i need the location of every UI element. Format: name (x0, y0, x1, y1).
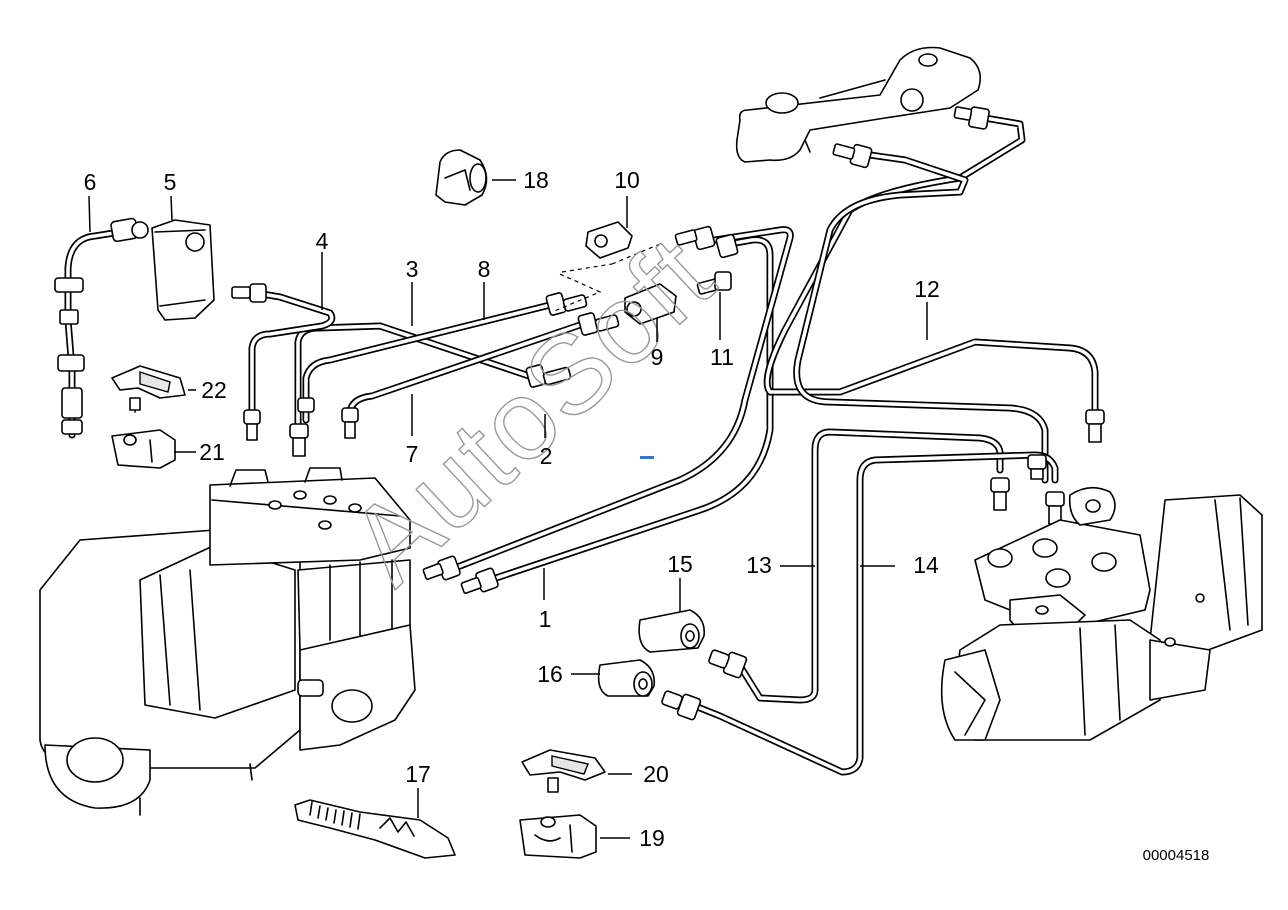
pipe-8 (302, 301, 554, 424)
union-10 (551, 221, 661, 313)
fitting-pipe-13-lower (708, 649, 748, 679)
callout-6: 6 (84, 169, 97, 195)
brake-hose-6 (54, 217, 149, 439)
sleeve-15 (638, 609, 706, 653)
fitting-pipe-2-top (674, 225, 716, 251)
clip-20 (521, 749, 606, 793)
union-9 (624, 283, 677, 325)
fitting-pipe-3-right (525, 364, 572, 388)
holder-21 (111, 429, 176, 469)
pipe-13 (736, 428, 1004, 704)
callout-16: 16 (537, 661, 563, 687)
callout-22: 22 (201, 377, 227, 403)
clip-strip-17 (294, 799, 456, 859)
pipe-4 (248, 290, 336, 424)
callout-20: 20 (643, 761, 669, 787)
fitting-master-1 (832, 143, 873, 169)
fitting-pipe-1-end (460, 567, 499, 594)
holder-19 (519, 814, 597, 859)
grommet-18 (435, 149, 488, 206)
callout-labels: 6 5 4 3 8 7 2 1 10 9 11 12 13 14 15 16 1… (84, 167, 940, 851)
fitting-pipe-13-end (990, 477, 1010, 511)
callout-5: 5 (164, 169, 177, 195)
callout-7: 7 (406, 441, 419, 467)
brake-master-cylinder (735, 46, 981, 163)
callout-18: 18 (523, 167, 549, 193)
callout-3: 3 (406, 256, 419, 282)
callout-10: 10 (614, 167, 640, 193)
fitting-pipe-4-top (231, 283, 267, 303)
callout-21: 21 (199, 439, 225, 465)
pipe-12 (763, 114, 1099, 424)
hydraulic-modulator-right (940, 486, 1263, 741)
pipe-14 (691, 451, 1059, 776)
clip-22 (111, 365, 186, 413)
callout-8: 8 (478, 256, 491, 282)
fitting-pipe-8-end (297, 397, 315, 413)
fitting-right-a (1027, 454, 1047, 480)
callout-9: 9 (651, 344, 664, 370)
leader-lines (88, 179, 928, 839)
fitting-pipe-12-end (1085, 409, 1105, 443)
callout-17: 17 (405, 761, 431, 787)
callout-12: 12 (914, 276, 940, 302)
fitting-pipe-7-right (577, 312, 620, 336)
pipe-2 (451, 226, 794, 572)
callout-13: 13 (746, 552, 772, 578)
callout-19: 19 (639, 825, 665, 851)
fitting-pipe-14-lower (661, 690, 702, 721)
fitting-pipe-14-end (1045, 491, 1065, 525)
diagram-number: 00004518 (1143, 847, 1210, 864)
fitting-pipe-2-end (422, 555, 461, 581)
callout-14: 14 (913, 552, 939, 578)
fitting-pipe-4-end (243, 409, 261, 441)
pipe-master-2 (793, 151, 1049, 484)
callout-11: 11 (710, 344, 734, 370)
fitting-master-2 (953, 106, 990, 130)
callout-15: 15 (667, 551, 693, 577)
pipe-1 (486, 236, 774, 584)
fitting-pipe-8-right (545, 292, 588, 316)
fitting-pipe-1-top (696, 233, 739, 295)
watermark-text: AutoSoft (326, 212, 737, 607)
fitting-pipe-7-end (341, 407, 359, 439)
sleeve-16 (597, 659, 656, 697)
pipe-fittings (231, 106, 1105, 721)
bracket-5 (151, 219, 215, 321)
hydraulic-unit-left (39, 467, 416, 816)
callout-1: 1 (539, 606, 552, 632)
callout-2: 2 (540, 443, 553, 469)
marker-dash (640, 456, 654, 459)
callout-4: 4 (316, 228, 329, 254)
fitting-pipe-3-end (289, 423, 309, 457)
